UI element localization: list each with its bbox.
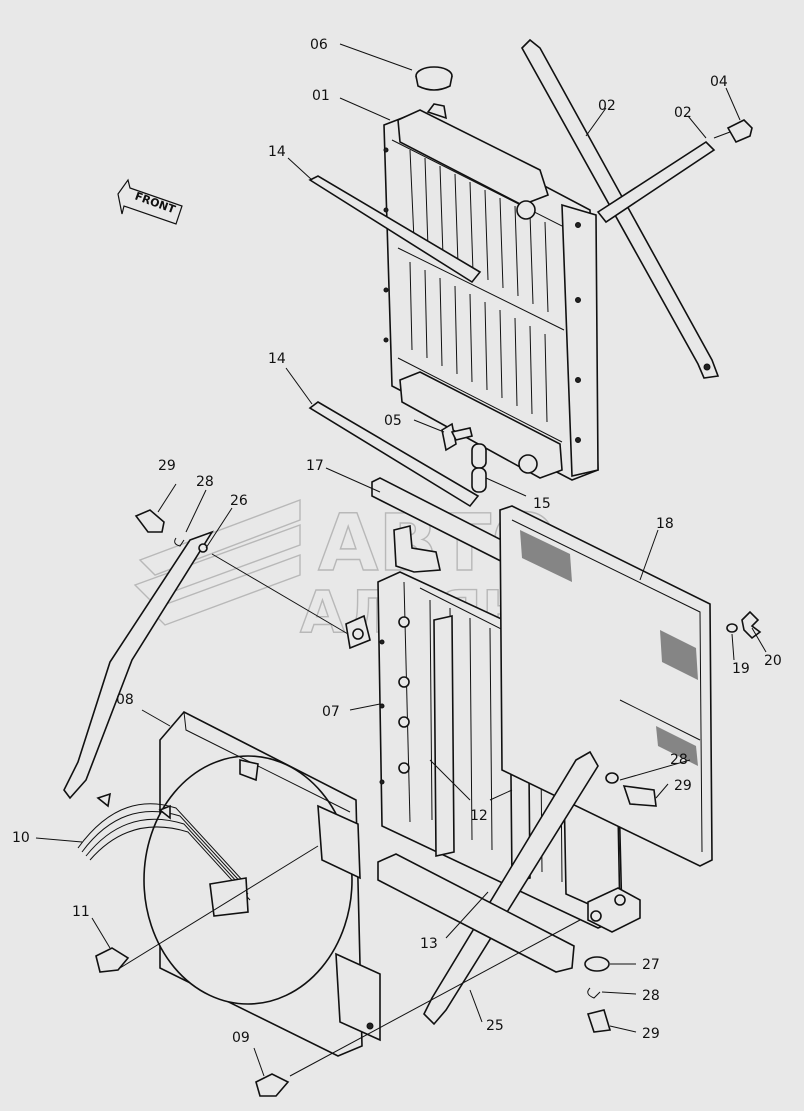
callout-20: 20 <box>764 653 782 669</box>
bracket-26 <box>345 614 371 650</box>
fan-shroud <box>143 711 381 1057</box>
radiator-core-fins <box>409 149 549 423</box>
callout-29b: 29 <box>674 778 692 794</box>
washer-28-right <box>605 772 619 784</box>
callout-13: 13 <box>420 936 438 952</box>
callout-25: 25 <box>486 1018 504 1034</box>
washer-28-upper-left <box>174 537 185 547</box>
bolt-04 <box>713 119 753 144</box>
shroud-stay-left <box>63 530 214 800</box>
leader-lines <box>35 43 767 1077</box>
bolt-11 <box>95 947 130 973</box>
callout-28a: 28 <box>196 474 214 490</box>
bolt-29-lower <box>586 1009 612 1033</box>
callout-05: 05 <box>384 413 402 429</box>
bolt-29-upper-left <box>134 509 165 533</box>
front-arrow-marker: FRONT <box>117 178 183 225</box>
callout-15: 15 <box>533 496 551 512</box>
seal-block-13 <box>377 853 575 973</box>
seal-strip-upper <box>308 175 482 284</box>
callout-29c: 29 <box>642 1026 660 1042</box>
bolt-09 <box>255 1073 290 1097</box>
dust-screen <box>499 505 713 867</box>
callout-02b: 02 <box>674 105 692 121</box>
callout-17: 17 <box>306 458 324 474</box>
drain-cock <box>441 422 473 452</box>
radiator-assembly <box>383 103 599 481</box>
callout-01: 01 <box>312 88 330 104</box>
callout-07: 07 <box>322 704 340 720</box>
callout-02a: 02 <box>598 98 616 114</box>
seal-strip-middle <box>308 401 480 508</box>
callout-10: 10 <box>12 830 30 846</box>
callout-14b: 14 <box>268 351 286 367</box>
wing-nut <box>726 610 762 640</box>
callout-09: 09 <box>232 1030 250 1046</box>
callout-19: 19 <box>732 661 750 677</box>
callout-18: 18 <box>656 516 674 532</box>
washer-27 <box>584 956 610 972</box>
callout-06: 06 <box>310 37 328 53</box>
callout-28c: 28 <box>642 988 660 1004</box>
washer-28-lower <box>587 987 601 999</box>
callout-08: 08 <box>116 692 134 708</box>
stay-rods <box>521 38 720 379</box>
callout-12: 12 <box>470 808 488 824</box>
callout-04: 04 <box>710 74 728 90</box>
callout-27: 27 <box>642 957 660 973</box>
callout-14a: 14 <box>268 144 286 160</box>
watermark-logo <box>133 498 301 626</box>
radiator-cap <box>415 66 453 91</box>
bolt-29-right <box>622 785 657 807</box>
callout-11: 11 <box>72 904 90 920</box>
callout-28b: 28 <box>670 752 688 768</box>
callout-labels: 06 01 02 02 04 14 14 05 15 17 18 19 20 0… <box>12 37 782 1046</box>
callout-26: 26 <box>230 493 248 509</box>
callout-29a: 29 <box>158 458 176 474</box>
hose-pieces <box>471 443 487 493</box>
